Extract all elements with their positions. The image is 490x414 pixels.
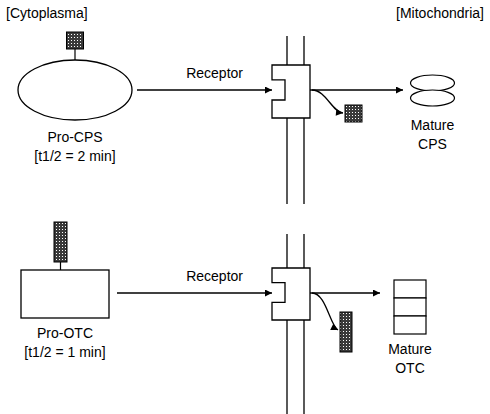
region-label: [Mitochondria] xyxy=(396,4,484,22)
import-arrow xyxy=(117,292,272,293)
protein-shape xyxy=(13,30,137,166)
precursor-protein: Pro-OTC[t1/2 = 1 min] xyxy=(13,222,117,362)
text-block: Mature CPS xyxy=(403,116,462,154)
cleaved-presequence xyxy=(340,312,352,352)
receptor-label: Receptor xyxy=(186,64,243,82)
precursor-protein: Pro-CPS[t1/2 = 2 min] xyxy=(13,30,137,166)
receptor-box: Receptor xyxy=(272,65,310,118)
protein-label: [t1/2 = 2 min] xyxy=(13,147,137,166)
mature-protein: Mature OTC xyxy=(380,280,440,378)
protein-ellipse xyxy=(18,60,132,120)
protein-label: Mature OTC xyxy=(380,340,440,378)
import-arrow xyxy=(310,89,403,90)
protein-rect xyxy=(21,270,109,318)
receptor-label: Receptor xyxy=(186,267,243,285)
receptor-symbol xyxy=(272,65,310,118)
membrane-line xyxy=(303,36,304,204)
protein-ellipse xyxy=(411,75,455,91)
protein-shape xyxy=(272,268,310,320)
import-arrow xyxy=(137,89,272,90)
mature-protein: Mature CPS xyxy=(403,70,462,154)
protein-subunit xyxy=(394,280,426,298)
import-arrow xyxy=(310,292,380,293)
protein-label: Pro-CPS xyxy=(13,128,137,147)
protein-subunit xyxy=(394,316,426,334)
presequence-link xyxy=(74,49,75,60)
presequence xyxy=(54,222,67,262)
cleaved-presequence xyxy=(345,105,362,122)
membrane-line xyxy=(303,234,304,414)
protein-label: Mature CPS xyxy=(403,116,462,154)
presequence xyxy=(67,32,84,49)
receptor-box: Receptor xyxy=(272,268,310,320)
text-block: Pro-CPS[t1/2 = 2 min] xyxy=(13,128,137,166)
protein-label: Pro-OTC xyxy=(13,324,117,343)
cleavage-arrow xyxy=(312,90,343,113)
protein-subunit xyxy=(394,298,426,316)
protein-label: [t1/2 = 1 min] xyxy=(13,343,117,362)
presequence-link xyxy=(60,262,61,270)
region-label: [Cytoplasma] xyxy=(6,4,88,22)
protein-shape xyxy=(272,65,310,118)
membrane-line xyxy=(286,234,287,414)
membrane-line xyxy=(286,36,287,204)
receptor-symbol xyxy=(272,268,310,320)
cleavage-arrow xyxy=(312,293,338,330)
protein-ellipse xyxy=(411,90,455,106)
text-block: Pro-OTC[t1/2 = 1 min] xyxy=(13,324,117,362)
text-block: Mature OTC xyxy=(380,340,440,378)
